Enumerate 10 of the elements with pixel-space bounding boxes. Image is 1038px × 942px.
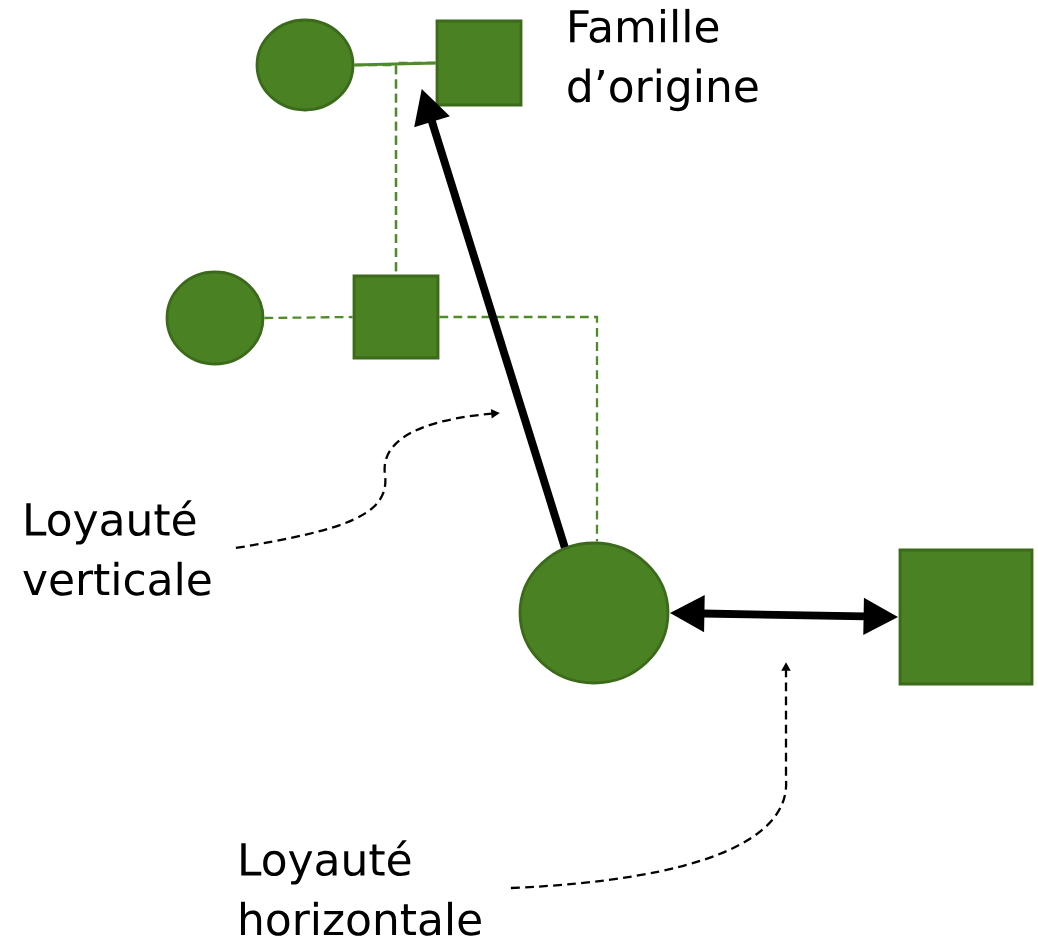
person-square [352, 274, 440, 360]
connector-line [439, 315, 599, 542]
person-circle [165, 270, 265, 366]
person-circle [255, 18, 355, 112]
person-square [898, 548, 1034, 686]
caption-text: Famille d’origine [568, 8, 758, 112]
connector-line [264, 315, 353, 320]
person-circle [518, 541, 670, 685]
text-label: Loyauté verticale [23, 500, 211, 596]
text-label: Loyauté horizontale [241, 840, 481, 936]
